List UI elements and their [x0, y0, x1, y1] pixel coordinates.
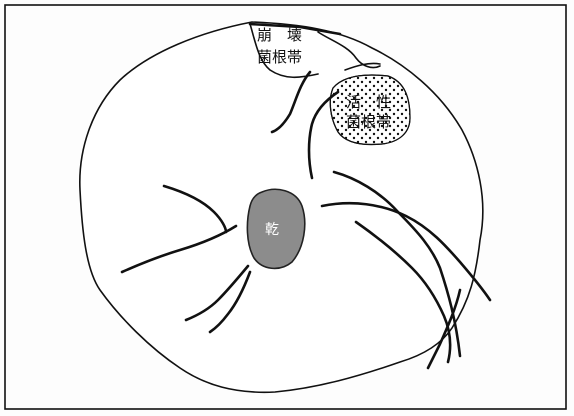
active-zone-label-line1: 活 性 — [346, 93, 391, 111]
core-label: 乾 — [265, 222, 279, 238]
collapse-zone-label-line2: 菌根帯 — [257, 48, 302, 66]
collapse-zone-label-line1: 崩 壊 — [257, 26, 302, 44]
active-zone-label-line2: 菌根帯 — [346, 113, 391, 131]
